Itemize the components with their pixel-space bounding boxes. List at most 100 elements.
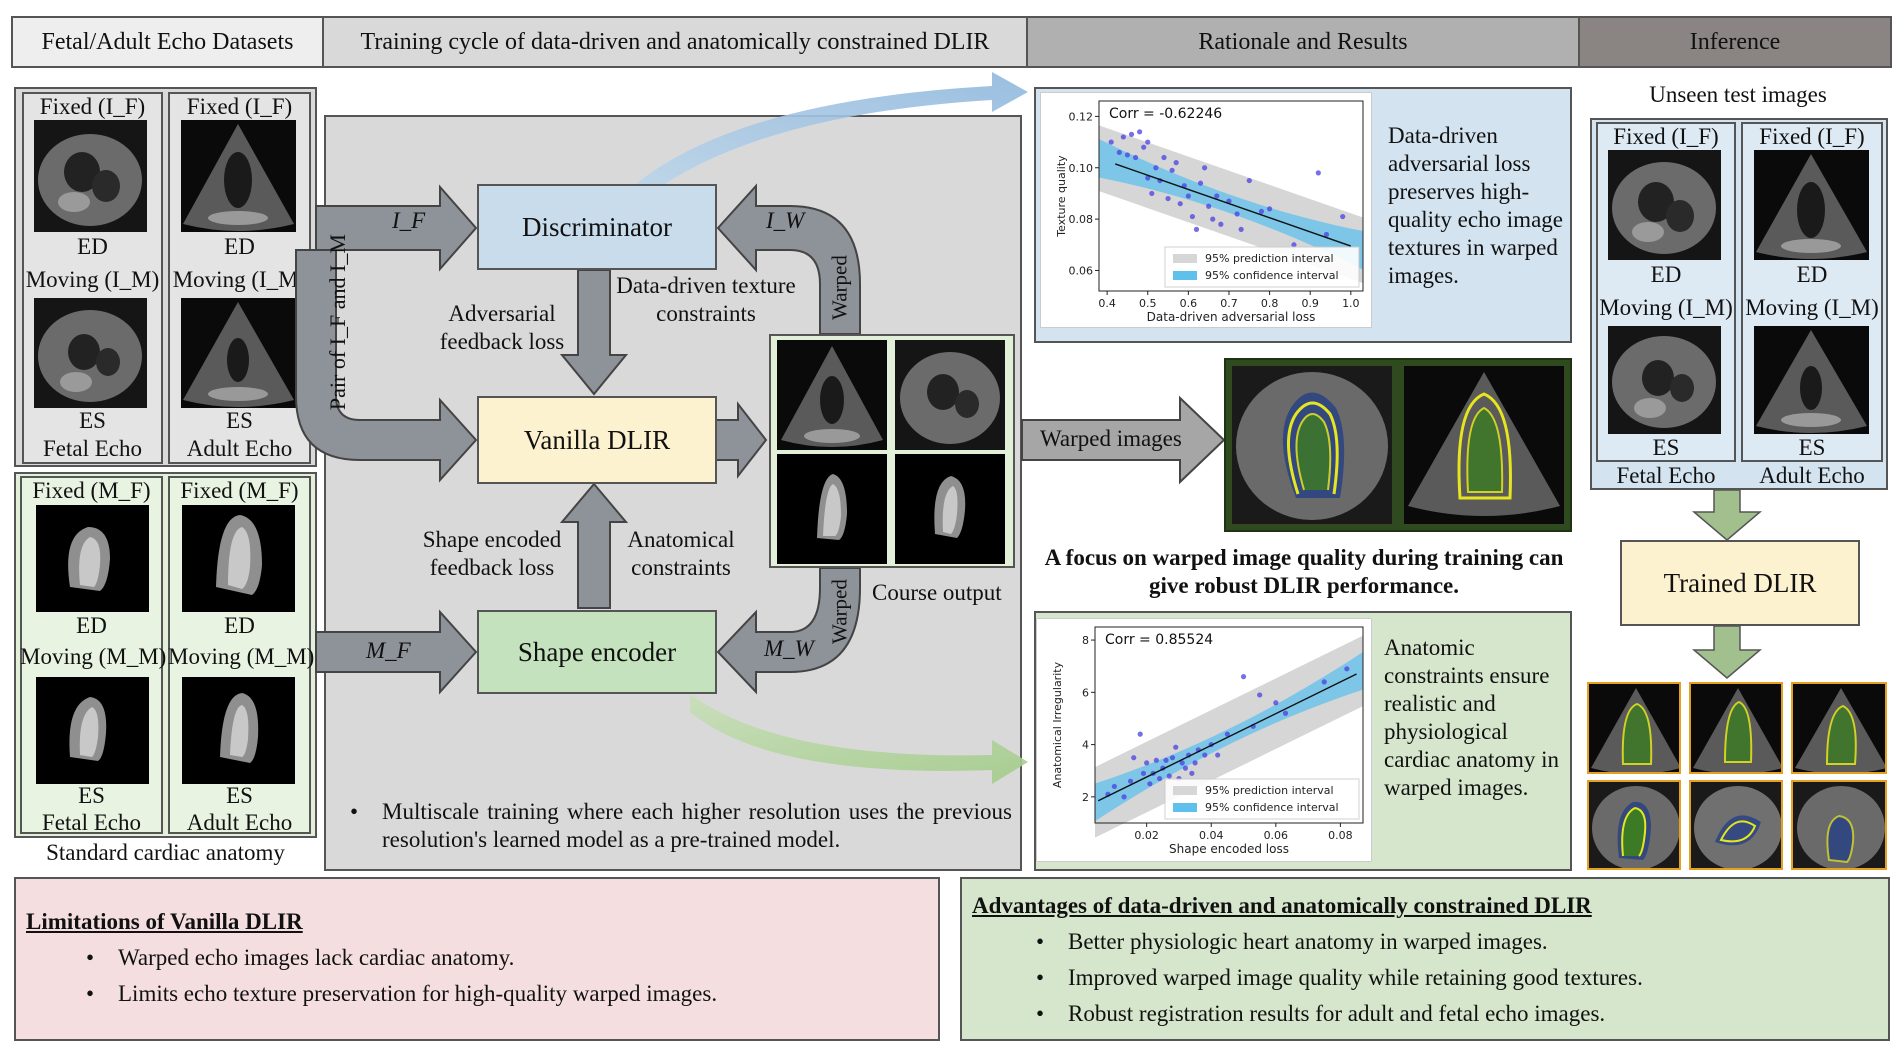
arrow-trained-to-results — [1691, 625, 1763, 679]
inf-fetal-ed-label: ED — [1650, 262, 1682, 287]
data-point — [1141, 144, 1147, 150]
fetal-mask-fixed-image — [36, 505, 149, 612]
x-tick-label: 0.9 — [1301, 297, 1319, 310]
trained-dlir-label: Trained DLIR — [1663, 567, 1817, 598]
warped-overlay-adult — [1404, 366, 1564, 524]
fetal-moving-image — [34, 298, 147, 408]
data-point — [1177, 201, 1183, 207]
data-point — [1218, 221, 1224, 227]
shape-encoder-label: Shape encoder — [517, 636, 677, 667]
inf-adult-fixed-label: Fixed (I_F) — [1759, 124, 1865, 149]
adult-ed-label: ED — [224, 234, 255, 259]
legend-label-confidence: 95% confidence interval — [1205, 801, 1339, 814]
unseen-test-images-label: Unseen test images — [1649, 82, 1827, 107]
legend-label-confidence: 95% confidence interval — [1205, 269, 1339, 282]
result-thumb-2 — [1689, 682, 1783, 774]
result-thumb-4 — [1587, 780, 1681, 870]
axes-frame — [1094, 626, 1364, 824]
adult-es-label: ES — [226, 408, 253, 433]
data-point — [1161, 154, 1167, 161]
warped-overlay-fetal — [1232, 366, 1392, 524]
adult-fixed-label: Fixed (I_F) — [186, 94, 293, 119]
data-point — [1121, 794, 1127, 800]
inf-adult-caption: Adult Echo — [1759, 463, 1865, 488]
axes-frame — [1098, 100, 1364, 292]
y-tick-label: 8 — [1082, 634, 1089, 647]
warped-bottom-label: Warped — [827, 579, 852, 644]
fetal-moving-label: Moving (I_M) — [25, 267, 160, 292]
data-point — [1120, 134, 1126, 140]
vanilla-dlir-node: Vanilla DLIR — [477, 396, 717, 484]
data-point — [1273, 700, 1279, 706]
limitation-item-2: Limits echo texture preservation for hig… — [76, 980, 916, 1008]
data-point — [1108, 139, 1114, 145]
pair-arrow-label: Pair of I_F and I_M — [324, 234, 350, 411]
data-point — [1137, 731, 1143, 737]
data-point — [1214, 193, 1220, 199]
iw-arrow-label: I_W — [766, 208, 805, 233]
adult-mask-ed-label: ED — [224, 613, 255, 638]
legend-box — [1164, 246, 1360, 288]
legend-swatch-confidence — [1173, 271, 1197, 280]
result-thumb-3 — [1791, 682, 1887, 774]
adult-mask-moving-label: Moving (M_M) — [168, 644, 315, 669]
x-tick-label: 0.04 — [1199, 829, 1224, 842]
data-point — [1257, 692, 1263, 698]
data-point — [1153, 757, 1159, 763]
texture-constraints-label: Data-driven texture constraints — [616, 273, 796, 326]
inf-adult-fixed-image — [1754, 150, 1869, 260]
data-point — [1197, 180, 1204, 186]
data-point — [1145, 175, 1151, 181]
data-point — [1258, 208, 1265, 215]
x-axis-label: Shape encoded loss — [1169, 842, 1289, 856]
shape-encoder-node: Shape encoder — [477, 610, 717, 694]
fetal-fixed-image — [34, 120, 147, 232]
discriminator-label: Discriminator — [522, 211, 672, 242]
advantage-item-3: Robust registration results for adult an… — [1026, 1000, 1866, 1028]
adult-moving-label: Moving (I_M) — [172, 267, 307, 292]
output-warped-fetal-image — [895, 340, 1005, 450]
inf-fetal-caption: Fetal Echo — [1616, 463, 1716, 488]
regression-line — [1115, 163, 1352, 247]
data-point — [1315, 170, 1321, 176]
header-rationale: Rationale and Results — [1026, 16, 1580, 68]
y-tick-label: 0.10 — [1069, 162, 1094, 175]
adult-fixed-image — [181, 120, 296, 232]
data-point — [1189, 213, 1196, 220]
legend-swatch-prediction — [1173, 786, 1197, 795]
data-point — [1149, 190, 1155, 197]
x-tick-label: 0.7 — [1220, 297, 1238, 310]
warped-top-label: Warped — [827, 255, 852, 320]
data-point — [1165, 195, 1171, 202]
x-tick-label: 0.4 — [1098, 297, 1116, 310]
adult-mask-fixed-image — [182, 505, 295, 612]
data-point — [1166, 773, 1172, 779]
fetal-echo-caption: Fetal Echo — [43, 436, 142, 461]
data-point — [1202, 165, 1208, 171]
standard-cardiac-anatomy-caption: Standard cardiac anatomy — [46, 840, 285, 865]
data-point — [1169, 755, 1176, 761]
x-tick-label: 0.02 — [1134, 829, 1159, 842]
data-point — [1246, 177, 1252, 184]
correlation-label: Corr = 0.85524 — [1105, 632, 1213, 648]
data-point — [1140, 770, 1147, 776]
data-point — [1224, 731, 1230, 737]
trained-dlir-node: Trained DLIR — [1620, 540, 1860, 626]
result-thumb-1 — [1587, 682, 1681, 774]
data-point — [1182, 765, 1189, 771]
result-thumb-6 — [1791, 780, 1887, 870]
legend-label-prediction: 95% prediction interval — [1205, 784, 1334, 797]
data-point — [1344, 666, 1350, 672]
data-point — [1189, 770, 1195, 776]
advantages-title: Advantages of data-driven and anatomical… — [972, 893, 1592, 918]
y-tick-label: 2 — [1082, 791, 1089, 804]
y-tick-label: 0.06 — [1069, 264, 1094, 277]
fetal-fixed-label: Fixed (I_F) — [39, 94, 146, 119]
result-thumb-5 — [1689, 780, 1783, 870]
header-inference: Inference — [1578, 16, 1892, 68]
fetal-ed-label: ED — [77, 234, 108, 259]
data-point — [1210, 216, 1216, 222]
y-tick-label: 6 — [1082, 686, 1089, 699]
